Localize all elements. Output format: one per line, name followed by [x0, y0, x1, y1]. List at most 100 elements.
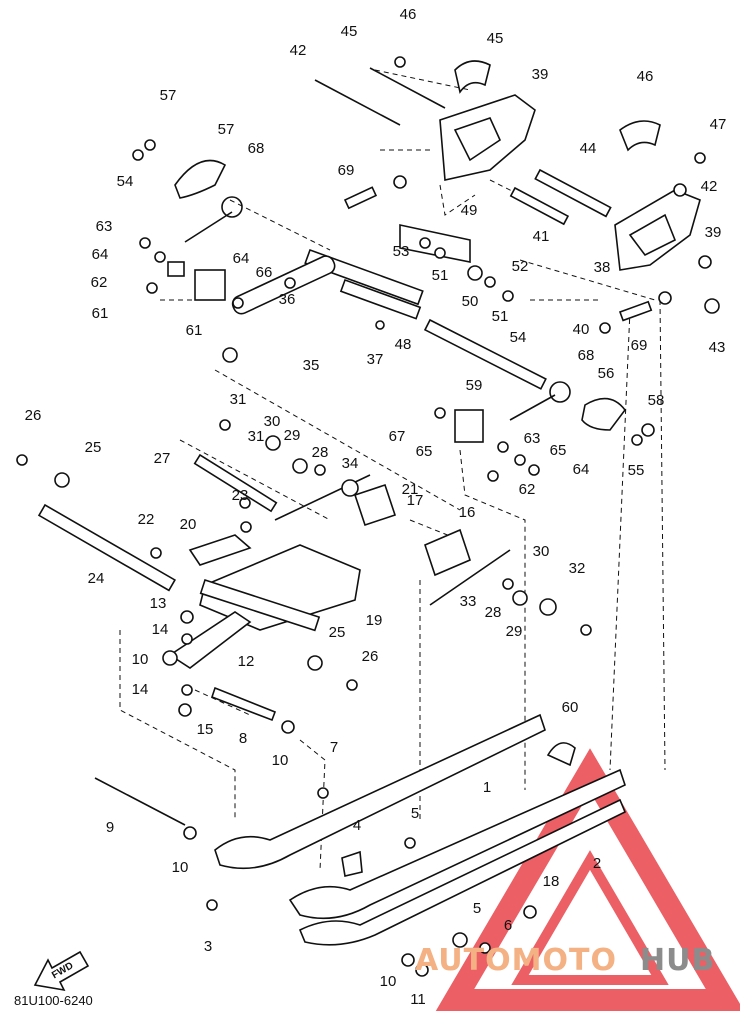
callout-66: 66: [256, 264, 273, 281]
part-34-shock: [222, 255, 336, 363]
part-53-rod: [423, 318, 547, 390]
part-43-shaft: [534, 168, 612, 218]
callout-45: 45: [487, 30, 504, 47]
callout-40: 40: [573, 321, 590, 338]
part-60-block: [194, 269, 226, 301]
callout-32: 32: [569, 560, 586, 577]
callout-25: 25: [329, 624, 346, 641]
callout-6: 6: [504, 917, 512, 934]
callout-29: 29: [284, 427, 301, 444]
part-4-bracket: [341, 850, 363, 877]
callout-38: 38: [594, 259, 611, 276]
callout-35: 35: [303, 357, 320, 374]
callout-10: 10: [272, 752, 289, 769]
callout-31: 31: [248, 428, 265, 445]
callout-54: 54: [510, 329, 527, 346]
part-9-bolt: [94, 777, 186, 826]
front-arrow: FWD: [33, 950, 90, 992]
callout-14: 14: [132, 681, 149, 698]
callout-9: 9: [106, 819, 114, 836]
callout-62: 62: [519, 481, 536, 498]
part-66-spring: [549, 381, 571, 403]
callout-57: 57: [218, 121, 235, 138]
callout-46: 46: [400, 6, 417, 23]
callout-31: 31: [230, 391, 247, 408]
callout-12: 12: [238, 653, 255, 670]
callout-5: 5: [473, 900, 481, 917]
callout-62: 62: [91, 274, 108, 291]
callout-69: 69: [631, 337, 648, 354]
callout-55: 55: [628, 462, 645, 479]
callout-63: 63: [96, 218, 113, 235]
part-17-block: [353, 483, 397, 527]
callout-56: 56: [598, 365, 615, 382]
watermark-brand-part1: AUTOMOTO: [415, 943, 617, 978]
part-12-arm: [168, 611, 252, 669]
callout-39: 39: [532, 66, 549, 83]
callout-28: 28: [485, 604, 502, 621]
callout-33: 33: [460, 593, 477, 610]
callout-39: 39: [705, 224, 722, 241]
callout-18: 18: [543, 873, 560, 890]
callout-46: 46: [637, 68, 654, 85]
callout-10: 10: [380, 973, 397, 990]
watermark-logo: [435, 748, 740, 1011]
part-37-bracket: [614, 189, 701, 271]
callout-51: 51: [432, 267, 449, 284]
part-48-link: [399, 224, 471, 263]
callout-labels: 1234556789101010101112131414151617181920…: [25, 6, 727, 1008]
callout-1: 1: [483, 779, 491, 796]
hardware: [16, 56, 720, 977]
callout-47: 47: [710, 116, 727, 133]
callout-30: 30: [264, 413, 281, 430]
part-59-block: [454, 409, 484, 443]
callout-22: 22: [138, 511, 155, 528]
part-27-shaft: [193, 453, 278, 513]
callout-48: 48: [395, 336, 412, 353]
callout-42: 42: [701, 178, 718, 195]
callout-44: 44: [580, 140, 597, 157]
callout-17: 17: [407, 492, 424, 509]
callout-51: 51: [492, 308, 509, 325]
callout-11: 11: [410, 991, 426, 1008]
callout-20: 20: [180, 516, 197, 533]
callout-29: 29: [506, 623, 523, 640]
callout-52: 52: [512, 258, 529, 275]
callout-64: 64: [92, 246, 109, 263]
part-44-bolt: [369, 67, 446, 109]
part-45-cap-right: [619, 120, 661, 152]
callout-50: 50: [462, 293, 479, 310]
part-20-plate: [188, 534, 252, 566]
callout-57: 57: [160, 87, 177, 104]
callout-4: 4: [353, 817, 361, 834]
callout-61: 61: [92, 305, 109, 322]
part-40-shaft: [509, 186, 570, 226]
part-67-spring: [221, 196, 243, 218]
part-55-plate: [581, 397, 627, 431]
callout-64: 64: [233, 250, 250, 267]
part-32-pin: [429, 549, 511, 606]
callout-7: 7: [330, 739, 338, 756]
part-19-crossbar: [199, 578, 321, 632]
part-38-bracket: [439, 94, 536, 181]
callout-10: 10: [132, 651, 149, 668]
callout-68: 68: [248, 140, 265, 157]
callout-23: 23: [232, 487, 249, 504]
callout-30: 30: [533, 543, 550, 560]
callout-45: 45: [341, 23, 358, 40]
callout-67: 67: [389, 428, 406, 445]
callout-24: 24: [88, 570, 105, 587]
callout-34: 34: [342, 455, 359, 472]
callout-43: 43: [709, 339, 726, 356]
callout-54: 54: [117, 173, 134, 190]
callout-3: 3: [204, 938, 212, 955]
callout-36: 36: [279, 291, 296, 308]
callout-69: 69: [338, 162, 355, 179]
callout-16: 16: [459, 504, 476, 521]
callout-14: 14: [152, 621, 169, 638]
callout-27: 27: [154, 450, 171, 467]
callout-2: 2: [593, 855, 601, 872]
callout-53: 53: [393, 243, 410, 260]
callout-26: 26: [25, 407, 42, 424]
